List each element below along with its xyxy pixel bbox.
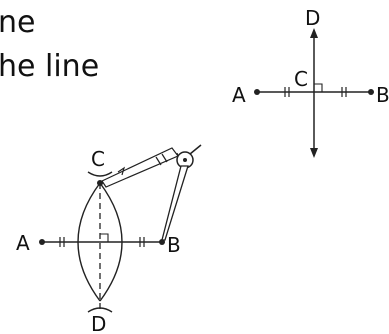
bottom-label-d: D <box>91 312 106 334</box>
compass-pencil-band-2 <box>161 153 168 163</box>
top-right-angle-mark <box>314 83 323 92</box>
bottom-tick-left <box>59 237 65 247</box>
top-arrow-up <box>310 28 318 38</box>
bottom-arc-top-cross <box>87 171 113 177</box>
top-arrow-down <box>310 148 318 158</box>
instruction-text-line-2: he line <box>0 49 100 84</box>
top-point-a <box>254 89 260 95</box>
top-tick-left <box>284 87 290 97</box>
bottom-label-b: B <box>167 233 181 257</box>
compass-handle <box>189 144 202 155</box>
compass-needle-leg <box>161 165 189 241</box>
top-point-b <box>368 89 374 95</box>
compass-hinge-center <box>183 158 187 162</box>
top-label-b: B <box>376 83 389 107</box>
compass-small-arc <box>117 166 126 176</box>
bottom-diagram: A B C D <box>16 144 202 334</box>
compass-pencil-body <box>101 147 179 188</box>
top-tick-right <box>341 87 347 97</box>
top-diagram: A B C D <box>232 6 389 158</box>
bottom-label-c: C <box>91 147 105 171</box>
bottom-label-a: A <box>16 231 30 255</box>
top-label-c: C <box>294 67 308 91</box>
top-label-a: A <box>232 83 246 107</box>
compass-icon <box>99 144 202 241</box>
compass-pencil-band <box>155 156 162 166</box>
top-label-d: D <box>305 6 320 30</box>
bottom-right-angle-mark <box>100 233 109 242</box>
instruction-text-line-1: ne <box>0 5 36 40</box>
bottom-tick-right <box>139 237 145 247</box>
bottom-point-a <box>39 239 45 245</box>
